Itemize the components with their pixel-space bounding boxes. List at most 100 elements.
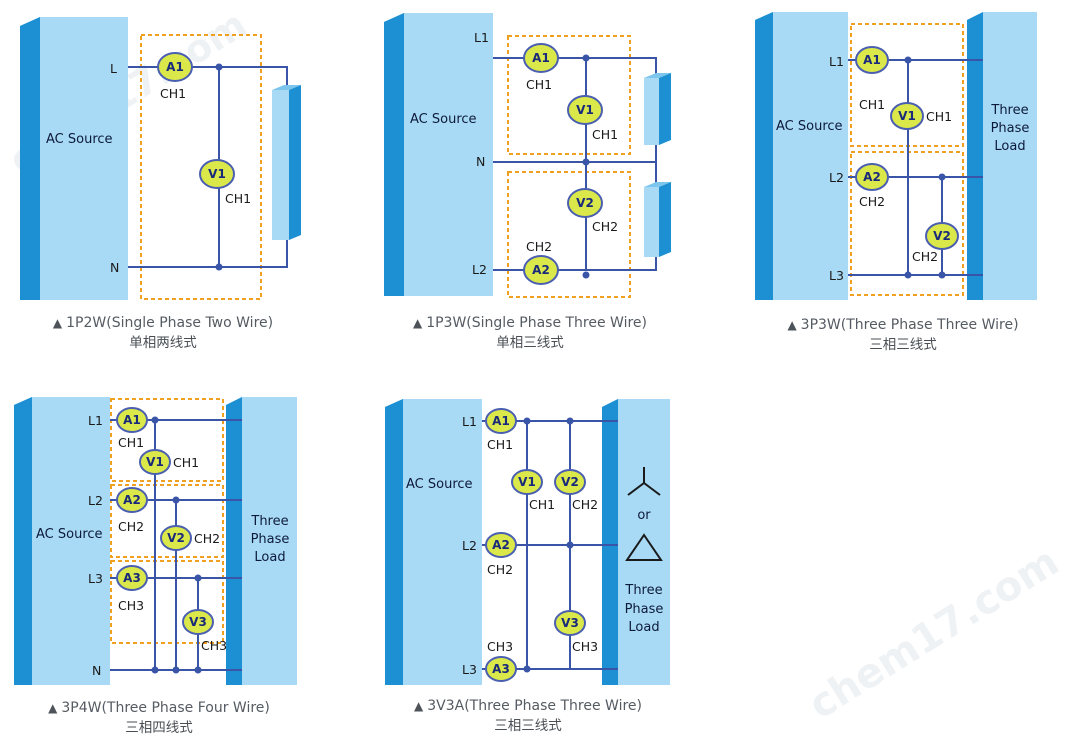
load-label: Three [990,103,1028,118]
meter-label: A2 [532,263,550,277]
meter-label: V2 [561,475,579,489]
ammeter-a2: A2 [523,255,559,285]
voltmeter-v1: V1 [511,469,543,495]
line-label: L1 [829,54,844,69]
line-label: L2 [462,538,477,553]
channel-label: CH1 [526,77,552,92]
junction [938,271,946,279]
voltmeter-v2: V2 [160,525,192,551]
diagram-1p2w: AC Source L N A1 CH1 V1 CH1 [20,17,301,300]
delta-icon [625,533,663,561]
source-label: AC Source [410,112,477,127]
meter-label: V2 [167,531,185,545]
meter-label: A2 [492,538,510,552]
ammeter-a1: A1 [116,407,148,433]
ammeter-a1: A1 [157,52,193,82]
line-label: L [110,61,117,76]
measure-box [110,560,224,644]
meter-label: V3 [561,616,579,630]
junction [215,63,223,71]
channel-label: CH3 [201,638,227,653]
ac-source-panel: AC Source [20,17,128,300]
meter-label: V1 [576,103,594,117]
meter-label: V2 [933,229,951,243]
channel-label: CH2 [487,562,513,577]
junction [904,271,912,279]
voltmeter-v1: V1 [139,449,171,475]
caption-title: 1P3W(Single Phase Three Wire) [426,315,648,331]
line-label: L1 [462,414,477,429]
meter-label: V1 [898,109,916,123]
load-panel: Three Phase Load [226,397,297,685]
watermark-text: chem17.com [801,539,1067,729]
load-panel: Three Phase Load [967,12,1037,300]
ammeter-a1: A1 [485,408,517,434]
caption-3p3w: ▲3P3W(Three Phase Three Wire) 三相三线式 [753,315,1053,355]
caption-zh: 三相三线式 [494,718,562,734]
ammeter-a1: A1 [523,43,559,73]
load-label: Phase [251,532,290,547]
ammeter-a1: A1 [855,46,889,74]
voltmeter-v3: V3 [182,609,214,635]
junction [523,417,531,425]
line-label: N [110,260,119,275]
channel-label: CH1 [118,435,144,450]
channel-label: CH2 [572,497,598,512]
caption-title: 1P2W(Single Phase Two Wire) [66,315,274,331]
meter-label: A3 [492,662,510,676]
load-label: Phase [991,121,1030,136]
load-panel: or Three Phase Load [602,399,670,685]
voltmeter-v1: V1 [567,95,603,125]
diagram-1p3w: AC Source L1 N L2 A1 CH1 V1 CH1 V2 CH2 A [384,13,671,298]
meter-label: V3 [189,615,207,629]
meter-label: A1 [166,60,184,74]
junction [151,416,159,424]
ac-source-panel: AC Source [384,13,493,296]
wiring [493,57,657,271]
triangle-icon: ▲ [48,701,58,715]
junction [172,666,180,674]
channel-label: CH2 [859,194,885,209]
load-block [644,182,671,257]
caption-zh: 单相两线式 [129,335,197,351]
channel-label: CH1 [926,109,952,124]
load-label: Load [994,139,1025,154]
caption-title: 3P4W(Three Phase Four Wire) [61,700,270,716]
channel-label: CH3 [487,639,513,654]
meter-label: A1 [863,53,881,67]
junction [582,271,590,279]
line-label: L1 [474,30,489,45]
diagram-3p3w: AC Source Three Phase Load L1 L2 L3 A1 C… [755,12,1037,300]
meter-label: A1 [492,414,510,428]
measure-box [110,398,224,482]
caption-3p4w: ▲3P4W(Three Phase Four Wire) 三相四线式 [14,698,304,738]
ac-source-panel: AC Source [755,12,848,300]
load-label: Three [624,583,662,598]
voltmeter-v1: V1 [890,102,924,130]
channel-label: CH1 [160,86,186,101]
load-label: Load [628,620,659,635]
voltmeter-v1: V1 [199,159,235,189]
voltmeter-v2: V2 [554,469,586,495]
channel-label: CH2 [912,249,938,264]
junction [904,56,912,64]
diagram-3p4w: AC Source Three Phase Load L1 L2 L3 N A1… [14,397,297,685]
caption-title: 3P3W(Three Phase Three Wire) [800,317,1019,333]
triangle-icon: ▲ [52,316,63,330]
line-label: L3 [829,268,844,283]
line-label: L3 [462,662,477,677]
caption-title: 3V3A(Three Phase Three Wire) [427,698,642,714]
line-label: L1 [88,413,103,428]
source-label: AC Source [46,132,113,147]
load-block [644,73,671,145]
junction [172,496,180,504]
junction [215,263,223,271]
line-label: L2 [88,493,103,508]
triangle-icon: ▲ [414,699,424,713]
junction [194,574,202,582]
channel-label: CH2 [526,239,552,254]
meter-label: V1 [146,455,164,469]
line-label: L2 [472,262,487,277]
caption-3v3a: ▲3V3A(Three Phase Three Wire) 三相三线式 [383,696,673,736]
source-label: AC Source [36,527,103,542]
